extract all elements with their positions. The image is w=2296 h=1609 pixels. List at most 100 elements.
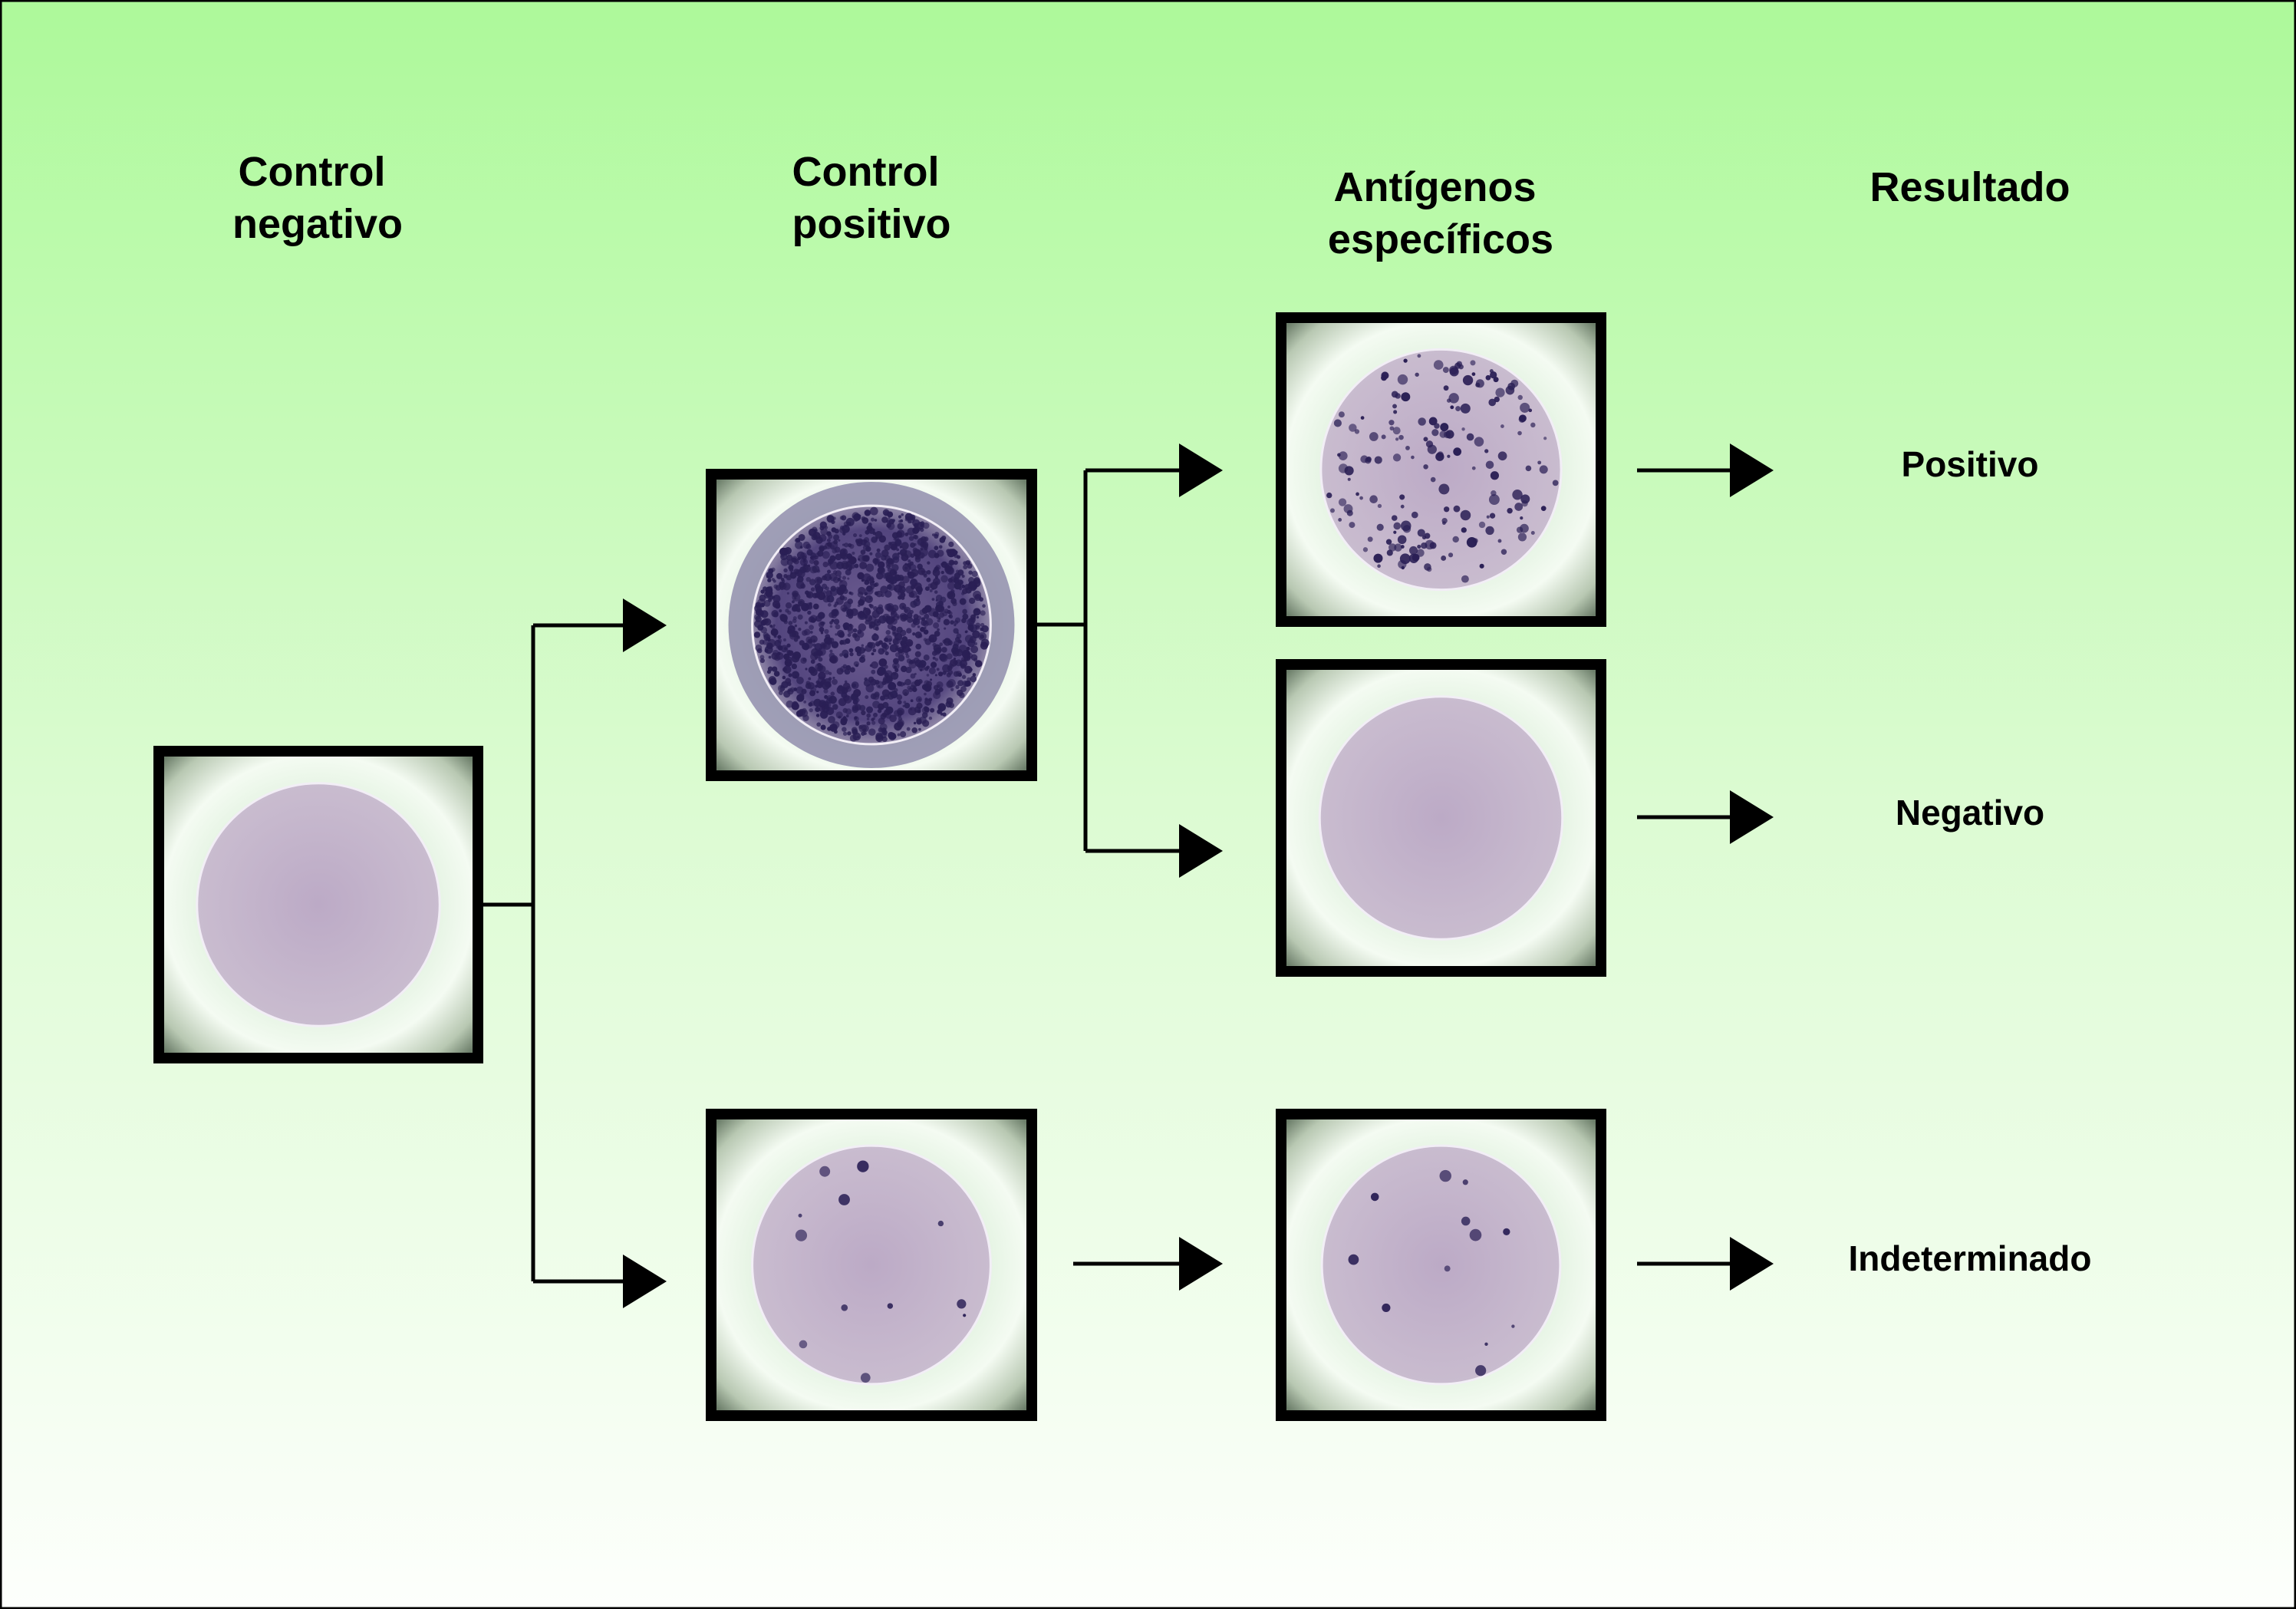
spot [796,569,805,579]
spot [772,666,778,672]
header-antigenos-especificos: Antígenos específicos [1328,164,1553,262]
spot [770,628,779,636]
spot [826,538,831,542]
spot [786,649,792,655]
spot [842,622,850,630]
spot [907,685,911,690]
spot [899,721,903,726]
spot [755,615,762,622]
spot [875,681,884,689]
spot [807,564,811,567]
spot [944,627,947,630]
spot [1430,476,1436,483]
spot [1462,1179,1468,1185]
spot [858,623,867,631]
spot [1461,427,1465,431]
spot [934,658,939,661]
spot [908,592,915,598]
spot [786,559,793,565]
spot [771,609,779,618]
spot [960,663,967,669]
spot [856,736,860,739]
spot [799,558,809,566]
spot [852,551,855,556]
spot [808,702,813,707]
spot [904,652,909,656]
spot [819,711,828,719]
spot [896,529,905,538]
result-indeterminado: Indeterminado [1849,1238,2092,1278]
spot [914,526,921,532]
spot [800,552,807,559]
spot [938,545,943,549]
spot [809,631,813,634]
spot [1471,466,1476,470]
spot [842,532,846,536]
spot [864,615,868,619]
spot [1520,516,1524,520]
well-antigeno-negativo [1276,659,1606,977]
spot [938,617,941,620]
spot [831,641,839,648]
spot [833,618,840,625]
spot [927,577,931,581]
spot [911,681,917,688]
spot [910,553,915,558]
spot [1530,422,1536,428]
spot [812,533,818,539]
spot [1460,509,1471,521]
spot [789,687,796,693]
spot [1485,526,1494,536]
spot [788,673,792,678]
spot [760,602,765,608]
spot [1354,429,1360,434]
spot [1338,411,1345,418]
spot [934,567,937,570]
spot [875,643,880,647]
spot [842,716,847,720]
spot [908,707,917,716]
spot [854,716,858,720]
spot [965,587,972,594]
spot [835,570,842,577]
spot [798,628,802,631]
spot [816,722,822,727]
spot [917,698,921,701]
spot [852,704,859,711]
spot [825,670,830,675]
spot [912,632,916,636]
spot [952,601,957,606]
spot [833,604,837,608]
spot [813,560,819,566]
spot [1537,460,1542,465]
spot [1453,447,1462,457]
spot [767,638,776,648]
spot [788,564,794,570]
spot [963,1314,967,1317]
spot [841,1304,848,1311]
spot [807,610,812,615]
spot [796,635,800,639]
spot [931,598,935,601]
spot [918,727,921,731]
spot [872,648,877,653]
spot [819,546,825,552]
spot [895,645,899,648]
spot [880,668,887,674]
spot [1479,563,1484,569]
spot [904,549,908,552]
spot [1386,549,1393,556]
spot [1421,542,1428,549]
spot [780,552,788,561]
spot [797,614,803,620]
spot [794,624,798,628]
spot [831,608,838,616]
spot [1425,539,1435,550]
spot [810,587,815,592]
spot [1392,427,1401,435]
spot [910,673,916,679]
spot [934,590,938,594]
spot [1484,449,1489,453]
spot [866,713,871,718]
